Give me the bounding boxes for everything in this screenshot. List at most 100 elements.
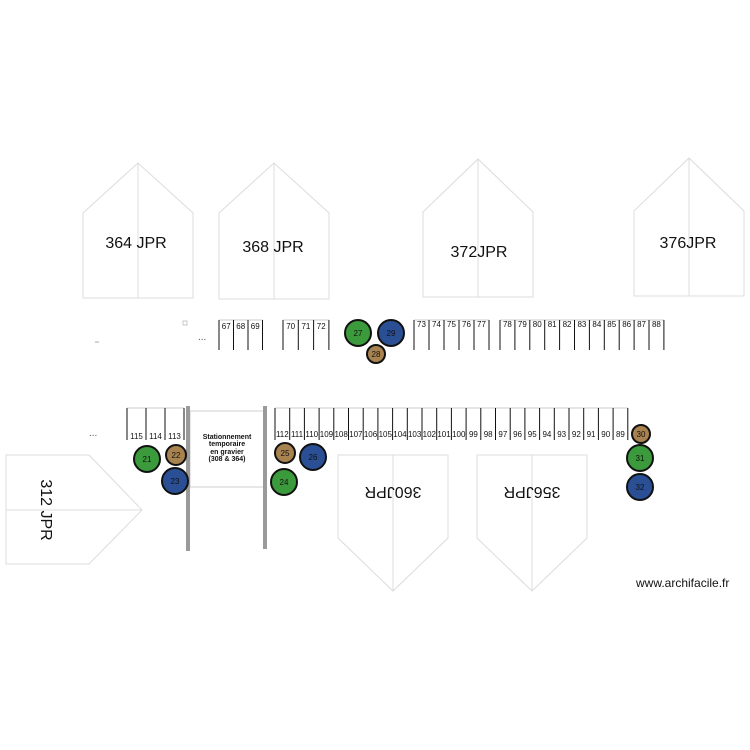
stall-number-72: 72 — [317, 322, 326, 331]
bin-25: 25 — [274, 442, 296, 464]
gravel-note-line-1: Stationnement — [203, 434, 252, 441]
building-376: 376JPR — [633, 157, 745, 297]
bin-27: 27 — [344, 319, 372, 347]
building-364-label: 364 JPR — [105, 235, 166, 252]
stall-number-97: 97 — [498, 430, 507, 439]
bin-circle — [133, 445, 161, 473]
stall-row-top_b: 70 71 72 — [282, 319, 330, 350]
stall-number-88: 88 — [652, 320, 661, 329]
bin-circle — [626, 473, 654, 501]
bin-23: 23 — [161, 467, 189, 495]
bin-number: 26 — [309, 453, 318, 462]
stall-number-92: 92 — [572, 430, 581, 439]
bin-number: 28 — [372, 350, 381, 359]
stall-number-103: 103 — [408, 430, 422, 439]
bin-24: 24 — [270, 468, 298, 496]
stall-number-70: 70 — [286, 322, 295, 331]
building-368: 368 JPR — [218, 162, 330, 300]
stall-number-98: 98 — [484, 430, 493, 439]
stall-number-79: 79 — [518, 320, 527, 329]
stall-number-71: 71 — [301, 322, 310, 331]
building-368-label: 368 JPR — [242, 239, 303, 256]
bin-circle — [377, 319, 405, 347]
stall-number-93: 93 — [557, 430, 566, 439]
bin-circle — [366, 344, 386, 364]
gravel-note-line-2: temporaire — [209, 441, 245, 448]
bin-number: 29 — [387, 329, 396, 338]
stall-number-111: 111 — [291, 430, 304, 439]
bin-circle — [161, 467, 189, 495]
stall-number-82: 82 — [563, 320, 572, 329]
ellipsis-top: ... — [198, 332, 206, 343]
stall-number-113: 113 — [168, 432, 181, 441]
stall-number-114: 114 — [149, 432, 162, 441]
stall-number-67: 67 — [222, 322, 231, 331]
stall-number-108: 108 — [334, 430, 348, 439]
stall-number-90: 90 — [601, 430, 610, 439]
stall-number-110: 110 — [305, 430, 318, 439]
bin-31: 31 — [626, 444, 654, 472]
bin-22: 22 — [165, 444, 187, 466]
stall-number-100: 100 — [452, 430, 466, 439]
gravel-parking: Stationnement temporaire en gravier (308… — [189, 410, 265, 488]
stall-number-96: 96 — [513, 430, 522, 439]
building-356: 356JPR — [476, 454, 588, 592]
stall-number-105: 105 — [379, 430, 393, 439]
gravel-note-line-4: (308 & 364) — [209, 456, 246, 463]
bin-circle — [626, 444, 654, 472]
bin-number: 22 — [172, 451, 181, 460]
building-312: 312 JPR — [5, 454, 143, 565]
stall-number-73: 73 — [417, 320, 426, 329]
stall-number-74: 74 — [432, 320, 441, 329]
building-372: 372JPR — [422, 158, 534, 298]
stall-number-104: 104 — [393, 430, 407, 439]
stall-number-107: 107 — [349, 430, 363, 439]
bin-number: 21 — [143, 455, 152, 464]
bin-26: 26 — [299, 443, 327, 471]
stall-number-106: 106 — [364, 430, 378, 439]
stall-number-84: 84 — [592, 320, 601, 329]
bin-circle — [274, 442, 296, 464]
bin-number: 25 — [281, 449, 290, 458]
stall-number-91: 91 — [587, 430, 596, 439]
building-356-label: 356JPR — [504, 483, 561, 500]
stall-number-77: 77 — [477, 320, 486, 329]
building-372-label: 372JPR — [451, 244, 508, 261]
bin-circle — [299, 443, 327, 471]
waste-bins: 27 29 28 21 22 23 25 26 24 30 31 32 — [133, 319, 654, 501]
bin-circle — [165, 444, 187, 466]
stall-number-86: 86 — [622, 320, 631, 329]
stall-number-87: 87 — [637, 320, 646, 329]
bin-32: 32 — [626, 473, 654, 501]
stall-number-69: 69 — [251, 322, 260, 331]
building-360-label: 360JPR — [365, 483, 422, 500]
bin-30: 30 — [631, 424, 651, 444]
stall-number-76: 76 — [462, 320, 471, 329]
stall-number-80: 80 — [533, 320, 542, 329]
bin-number: 24 — [280, 478, 289, 487]
watermark: www.archifacile.fr — [636, 576, 730, 590]
stall-number-115: 115 — [130, 432, 143, 441]
stall-number-78: 78 — [503, 320, 512, 329]
small-marker — [182, 320, 188, 326]
stall-number-75: 75 — [447, 320, 456, 329]
bin-circle — [631, 424, 651, 444]
bin-circle — [270, 468, 298, 496]
stall-number-112: 112 — [276, 430, 289, 439]
stall-number-89: 89 — [616, 430, 625, 439]
gravel-note-line-3: en gravier — [210, 449, 244, 456]
bin-number: 30 — [637, 430, 646, 439]
stall-number-95: 95 — [528, 430, 537, 439]
stall-row-left_row: 115 114 113 — [126, 407, 185, 441]
bin-28: 28 — [366, 344, 386, 364]
bin-number: 32 — [636, 483, 645, 492]
stall-row-top_c: 73 74 75 76 77 — [413, 319, 490, 350]
bin-number: 31 — [636, 454, 645, 463]
bin-circle — [344, 319, 372, 347]
stall-number-99: 99 — [469, 430, 478, 439]
stall-number-85: 85 — [607, 320, 616, 329]
building-360: 360JPR — [337, 454, 449, 592]
